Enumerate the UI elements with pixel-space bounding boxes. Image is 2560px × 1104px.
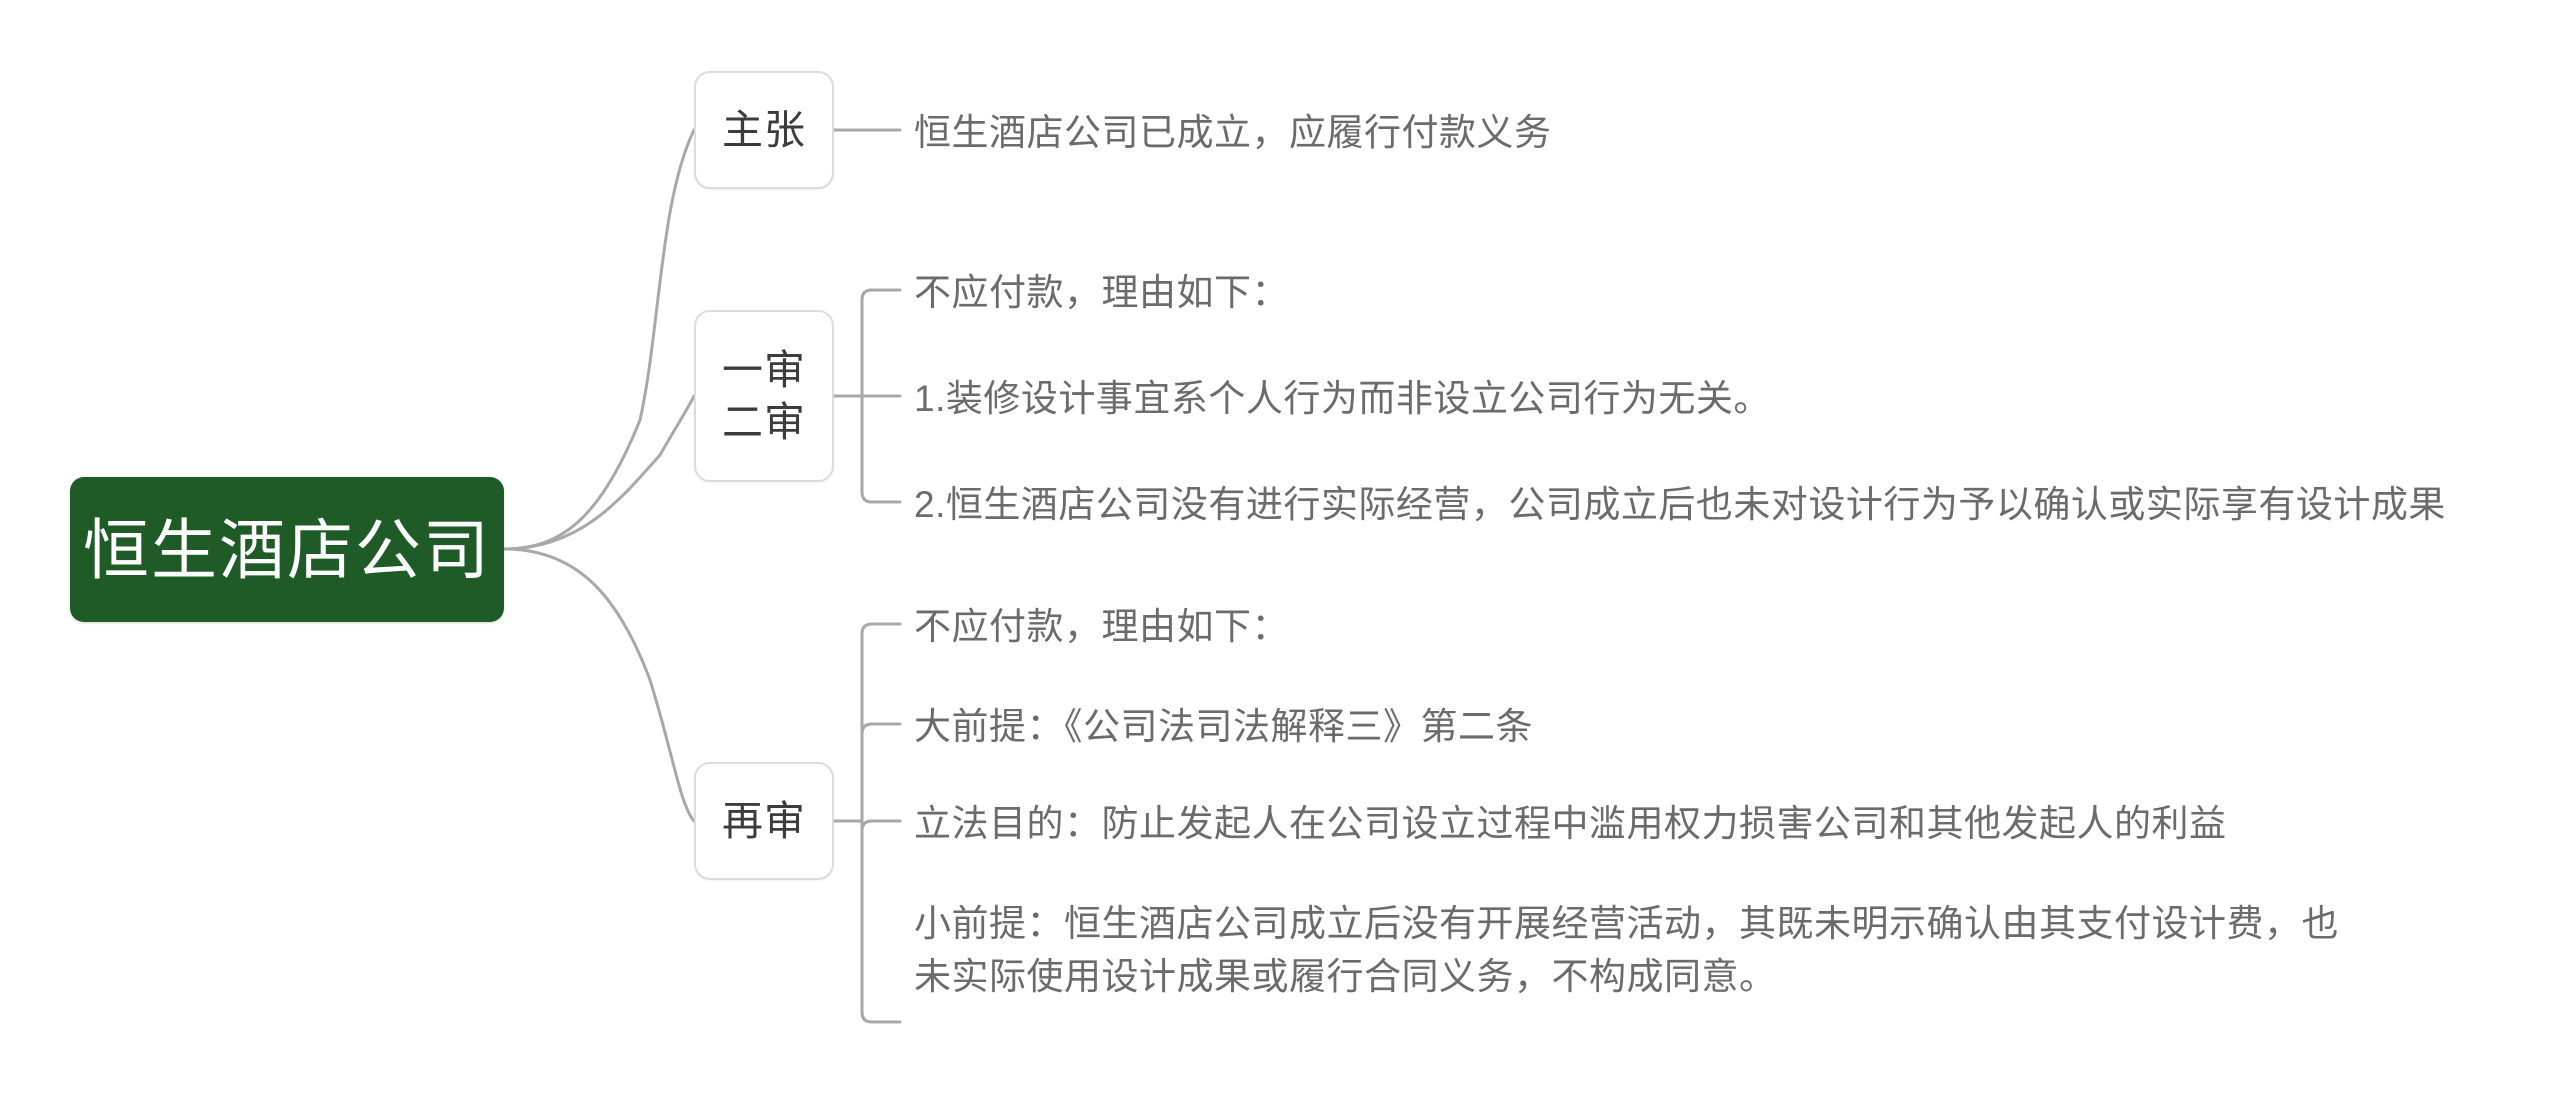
edge-branch-2-leaf-1 — [860, 722, 902, 736]
root-node[interactable]: 恒生酒店公司 — [70, 477, 504, 622]
branch-node-label: 一审 二审 — [722, 346, 806, 445]
root-node-label: 恒生酒店公司 — [83, 512, 491, 587]
leaf-text[interactable]: 2.恒生酒店公司没有进行实际经营，公司成立后也未对设计行为予以确认或实际享有设计… — [914, 484, 2446, 525]
branch-node-yishen-ershen[interactable]: 一审 二审 — [694, 310, 834, 482]
leaf-text[interactable]: 立法目的：防止发起人在公司设立过程中滥用权力损害公司和其他发起人的利益 — [914, 803, 2227, 844]
edge-branch-2-bracket — [860, 622, 902, 1024]
edge-branch-1-bracket — [860, 288, 902, 504]
edge-root-to-branch-1 — [502, 394, 696, 551]
leaf-text[interactable]: 小前提：恒生酒店公司成立后没有开展经营活动，其既未明示确认由其支付设计费，也 未… — [914, 903, 2339, 997]
leaf-text[interactable]: 1.装修设计事宜系个人行为而非设立公司行为无关。 — [914, 378, 1771, 419]
leaf-text[interactable]: 不应付款，理由如下： — [914, 272, 1289, 313]
branch-node-label: 主张 — [722, 106, 806, 153]
edge-root-to-branch-2 — [502, 547, 696, 823]
branch-node-zhuzhang[interactable]: 主张 — [694, 71, 834, 189]
leaf-text[interactable]: 不应付款，理由如下： — [914, 606, 1289, 647]
leaf-text[interactable]: 恒生酒店公司已成立，应履行付款义务 — [914, 112, 1552, 153]
branch-node-zaishen[interactable]: 再审 — [694, 762, 834, 880]
edge-branch-2-leaf-2 — [860, 819, 902, 833]
leaf-text[interactable]: 大前提：《公司法司法解释三》第二条 — [914, 706, 1533, 747]
edge-root-to-branch-0 — [502, 128, 696, 551]
branch-node-label: 再审 — [722, 797, 806, 844]
